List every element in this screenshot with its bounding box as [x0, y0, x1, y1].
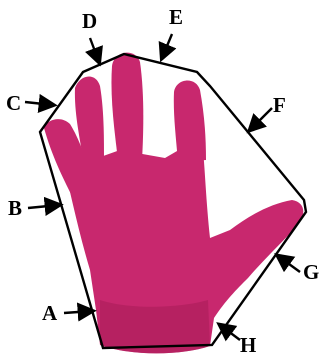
- arrow-b: [28, 205, 59, 208]
- arrow-h: [220, 325, 240, 340]
- glove-index-finger: [174, 80, 206, 162]
- arrow-a: [64, 311, 92, 313]
- glove-middle-finger: [111, 53, 143, 160]
- label-f: F: [273, 93, 286, 117]
- arrow-c: [25, 102, 53, 105]
- label-d: D: [82, 9, 97, 33]
- label-c: C: [6, 91, 21, 115]
- label-g: G: [303, 260, 319, 284]
- arrow-g: [278, 256, 300, 272]
- arrow-f: [250, 108, 272, 130]
- label-h: H: [240, 333, 256, 357]
- pink-glove-image: [44, 53, 303, 354]
- label-e: E: [169, 5, 183, 29]
- arrow-d: [90, 38, 99, 62]
- arrow-e: [162, 34, 172, 58]
- label-a: A: [42, 301, 58, 325]
- label-b: B: [8, 196, 22, 220]
